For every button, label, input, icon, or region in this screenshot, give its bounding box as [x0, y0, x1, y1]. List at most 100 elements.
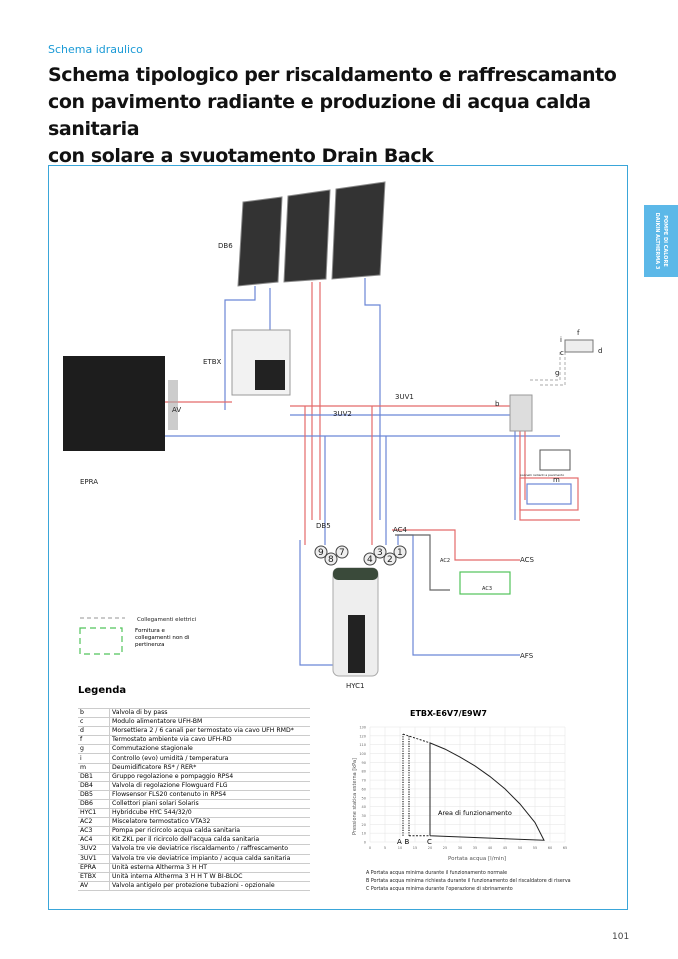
legend-desc: Valvola tre vie deviatrice impianto / ac… — [109, 853, 310, 864]
label-g: g — [555, 369, 559, 377]
legend-code: HYC1 — [78, 808, 110, 818]
page-number: 101 — [612, 932, 630, 942]
num-1: 1 — [397, 548, 403, 558]
num-7: 7 — [339, 548, 345, 558]
label-i: i — [560, 336, 562, 344]
title-line: con solare a svuotamento Drain Back — [48, 145, 434, 167]
x-tick-label: 25 — [443, 846, 447, 850]
x-tick-label: 55 — [533, 846, 537, 850]
legend-desc: Kit ZKL per il ricircolo dell'acqua cald… — [109, 835, 310, 845]
y-tick-label: 0 — [364, 841, 366, 845]
connection-numbers: 9 8 7 4 3 2 1 — [314, 545, 407, 566]
x-tick-label: 45 — [503, 846, 507, 850]
legend-code: EPRA — [78, 862, 110, 873]
y-tick-label: 90 — [362, 761, 366, 765]
x-tick-label: 35 — [473, 846, 477, 850]
legend-desc: Commutazione stagionale — [109, 744, 310, 754]
hydraulic-diagram: DB6 ETBX EPRA AV 3UV1 3UV2 b c d f g i m… — [63, 181, 602, 690]
y-tick-label: 60 — [362, 787, 366, 791]
label-c: c — [560, 349, 564, 357]
legend-desc: Flowsensor FLS20 contenuto in RPS4 — [109, 789, 310, 800]
num-4: 4 — [367, 555, 373, 565]
x-tick-label: 40 — [488, 846, 492, 850]
section-label: Schema idraulico — [48, 43, 143, 56]
y-tick-label: 110 — [359, 743, 366, 747]
chart-note-a: A Portata acqua minima durante il funzio… — [366, 871, 508, 876]
legend-code: DB4 — [78, 780, 110, 791]
label-ac3: AC3 — [482, 586, 492, 592]
legend-code: AC2 — [78, 817, 110, 827]
legend-code: DB5 — [78, 789, 110, 800]
chart-xlabel: Portata acqua [l/min] — [448, 856, 506, 862]
num-2: 2 — [387, 555, 393, 565]
legend-desc: Collettori piani solari Solaris — [109, 798, 310, 809]
legend-code: f — [78, 735, 110, 745]
x-tick-label: 60 — [548, 846, 552, 850]
y-tick-label: 130 — [359, 726, 366, 730]
y-tick-label: 10 — [362, 832, 366, 836]
page-title: Schema tipologico per riscaldamento e ra… — [48, 62, 678, 170]
side-tab: POMPE DI CALORE DAIKIN ALTHERMA 3 — [644, 205, 678, 277]
legend-code: AC4 — [78, 835, 110, 845]
dashed-extension — [402, 733, 431, 744]
y-tick-label: 80 — [362, 770, 366, 774]
manifold — [509, 394, 533, 432]
x-tick-label: 50 — [518, 846, 522, 850]
y-tick-label: 50 — [362, 796, 366, 800]
y-tick-label: 120 — [359, 734, 366, 738]
legend-code: AV — [78, 880, 110, 891]
marker-C: C — [427, 838, 432, 846]
x-tick-label: 15 — [413, 846, 417, 850]
num-8: 8 — [328, 555, 334, 565]
series-area-di-funzionamento — [429, 742, 545, 841]
label-m: m — [553, 476, 560, 484]
x-tick-label: 65 — [563, 846, 567, 850]
label-ac2: AC2 — [440, 558, 450, 564]
y-tick-label: 100 — [359, 752, 366, 756]
y-tick-label: 20 — [362, 823, 366, 827]
legend-code: DB6 — [78, 798, 110, 809]
dehumidifier — [539, 449, 571, 471]
chart-title: ETBX-E6V7/E9W7 — [410, 709, 487, 718]
legend-code: DB1 — [78, 771, 110, 782]
legend-desc: Modulo alimentatore UFH-BM — [109, 717, 310, 727]
label-acs: ACS — [520, 556, 535, 564]
x-tick-label: 0 — [369, 846, 371, 850]
label-b: b — [495, 400, 500, 408]
legend-desc: Gruppo regolazione e pompaggio RPS4 — [109, 771, 310, 782]
label-pannelli: pannelli radianti a pavimento — [520, 473, 564, 477]
y-tick-label: 40 — [362, 805, 366, 809]
marker-B: B — [405, 838, 410, 846]
legend-desc: Valvola di regolazione Flowguard FLG — [109, 780, 310, 791]
label-etbx: ETBX — [203, 358, 222, 366]
chart-note-c: C Portata acqua minima durante l'operazi… — [366, 887, 513, 892]
legend-desc: Pompa per ricircolo acqua calda sanitari… — [109, 826, 310, 836]
area-label: Area di funzionamento — [438, 809, 512, 817]
legend-desc: Morsettiera 2 / 6 canali per termostato … — [109, 726, 310, 736]
legend-electric: Collegamenti elettrici — [137, 617, 197, 623]
x-tick-label: 30 — [458, 846, 462, 850]
label-afs: AFS — [520, 652, 534, 660]
label-db5: DB5 — [316, 522, 331, 530]
marker-A: A — [397, 838, 402, 846]
y-tick-label: 30 — [362, 814, 366, 818]
legend-code: m — [78, 762, 110, 773]
